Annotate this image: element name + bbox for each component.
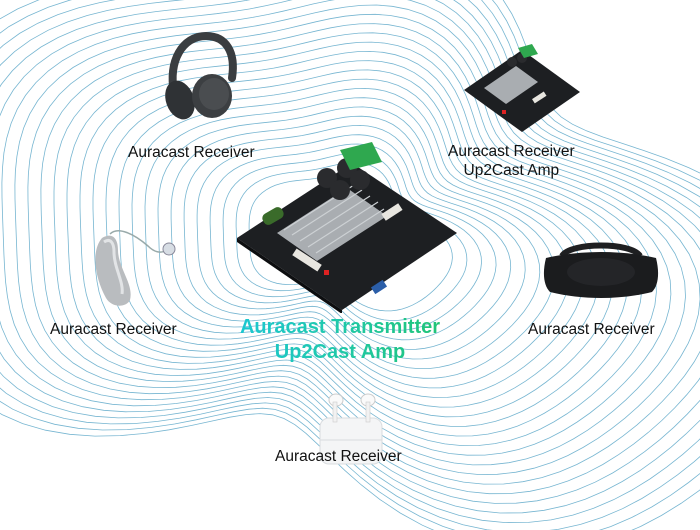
- portable-speaker-icon: [543, 242, 659, 298]
- amplifier-board-icon: [237, 142, 457, 313]
- speaker-label: Auracast Receiver: [528, 320, 655, 339]
- label-line: Auracast Receiver: [50, 321, 177, 338]
- label-line: Auracast Receiver: [528, 321, 655, 338]
- label-line: Auracast Receiver: [448, 143, 575, 160]
- hearing-aid-label: Auracast Receiver: [50, 320, 177, 339]
- headphones-label: Auracast Receiver: [128, 143, 255, 162]
- receiver-amp-label: Auracast Receiver Up2Cast Amp: [448, 142, 575, 180]
- label-line: Auracast Receiver: [275, 448, 402, 465]
- earbuds-label: Auracast Receiver: [275, 447, 402, 466]
- earbuds-case-icon: [319, 393, 383, 465]
- receiver-amplifier-board-icon: [464, 44, 580, 132]
- title-line-2: Up2Cast Amp: [180, 340, 500, 365]
- headphones-icon: [165, 32, 237, 120]
- label-line: Up2Cast Amp: [463, 162, 560, 179]
- title-line-1: Auracast Transmitter: [180, 315, 500, 340]
- transmitter-title: Auracast Transmitter Up2Cast Amp: [180, 315, 500, 365]
- label-line: Auracast Receiver: [128, 144, 255, 161]
- hearing-aid-icon: [95, 230, 176, 306]
